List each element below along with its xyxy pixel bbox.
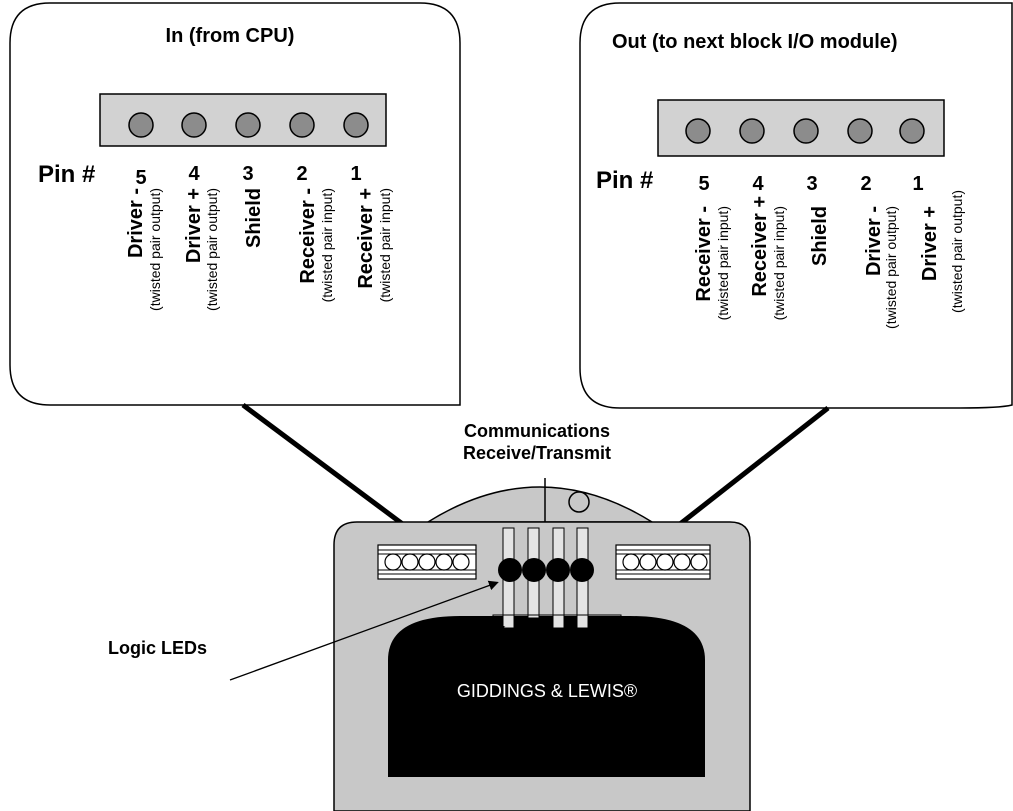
in-pin-5-name: Driver -: [125, 188, 147, 258]
in-pin-label: Pin #: [38, 161, 95, 188]
in-pin-5-sub: (twisted pair output): [147, 188, 163, 311]
comm-label-line2: Receive/Transmit: [463, 443, 611, 463]
led-label-out: Out: [519, 620, 536, 632]
out-pin-5-hole: [685, 118, 711, 144]
logic-leds-label: Logic LEDs: [108, 638, 207, 658]
brand-label: GIDDINGS & LEWIS®: [457, 681, 637, 701]
led-pwr: [570, 558, 594, 582]
out-pin-2-name: Driver -: [863, 206, 885, 276]
in-pin-4-sub: (twisted pair output): [204, 188, 220, 311]
out-pin-2-sub: (twisted pair output): [883, 206, 899, 329]
in-pin-5-hole: [128, 112, 154, 138]
out-pin-1-hole: [899, 118, 925, 144]
out-pin-number-1: 1: [912, 173, 923, 195]
out-pin-3-hole: [793, 118, 819, 144]
in-pin-1-name: Receiver +: [355, 188, 377, 289]
in-pin-2-name: Receiver -: [297, 188, 319, 284]
in-pin-number-2: 2: [296, 163, 307, 185]
out-pin-1-name: Driver +: [919, 206, 941, 281]
in-pin-2-hole: [289, 112, 315, 138]
in-pin-4-name: Driver +: [183, 188, 205, 263]
out-pin-label: Pin #: [596, 167, 653, 194]
in-pin-3-name: Shield: [243, 188, 265, 248]
module-dome: [425, 486, 655, 523]
out-pin-number-2: 2: [860, 173, 871, 195]
led-out: [522, 558, 546, 582]
out-pin-4-sub: (twisted pair input): [771, 206, 787, 320]
out-pin-2-hole: [847, 118, 873, 144]
in-pin-1-sub: (twisted pair input): [377, 188, 393, 302]
in-pin-number-3: 3: [242, 163, 253, 185]
comm-label-line1: Communications: [464, 421, 610, 441]
led-label-frame: [492, 614, 622, 648]
led-con: [546, 558, 570, 582]
out-pin-1-sub: (twisted pair output): [949, 190, 965, 313]
out-pin-3-name: Shield: [809, 206, 831, 266]
out-box-title: Out (to next block I/O module): [612, 31, 898, 53]
out-pin-5-sub: (twisted pair input): [715, 206, 731, 320]
in-pin-4-hole: [181, 112, 207, 138]
out-pin-4-name: Receiver +: [749, 196, 771, 297]
in-pin-2-sub: (twisted pair input): [319, 188, 335, 302]
in-pin-number-1: 1: [350, 163, 361, 185]
module-dome-hole: [568, 491, 590, 513]
out-box-border: [579, 2, 1013, 409]
in-box-title: In (from CPU): [166, 25, 295, 47]
in-pin-3-hole: [235, 112, 261, 138]
module-panel: [388, 616, 705, 777]
logic-leds-leader: [229, 580, 499, 681]
led-in: [498, 558, 522, 582]
in-pin-number-5: 5: [135, 167, 146, 189]
out-pin-number-4: 4: [752, 173, 764, 195]
in-pin-number-4: 4: [188, 163, 200, 185]
in-pin-1-hole: [343, 112, 369, 138]
out-pin-number-3: 3: [806, 173, 817, 195]
led-label-pwr: Pwr: [572, 624, 590, 636]
out-pin-5-name: Receiver -: [693, 206, 715, 302]
out-arrow: [663, 406, 830, 537]
in-callout-box: In (from CPU) Pin # 5 4 3 2 1 Driver - (…: [9, 2, 461, 406]
led-label-con: Con: [544, 624, 563, 636]
out-pin-4-hole: [739, 118, 765, 144]
out-callout-box: Out (to next block I/O module) Pin # 5 4…: [579, 2, 1013, 409]
in-arrow: [241, 402, 427, 543]
led-label-in: In: [502, 624, 512, 636]
out-pin-number-5: 5: [698, 173, 709, 195]
io-module: GIDDINGS & LEWIS® In Out Con Pwr: [333, 478, 751, 811]
